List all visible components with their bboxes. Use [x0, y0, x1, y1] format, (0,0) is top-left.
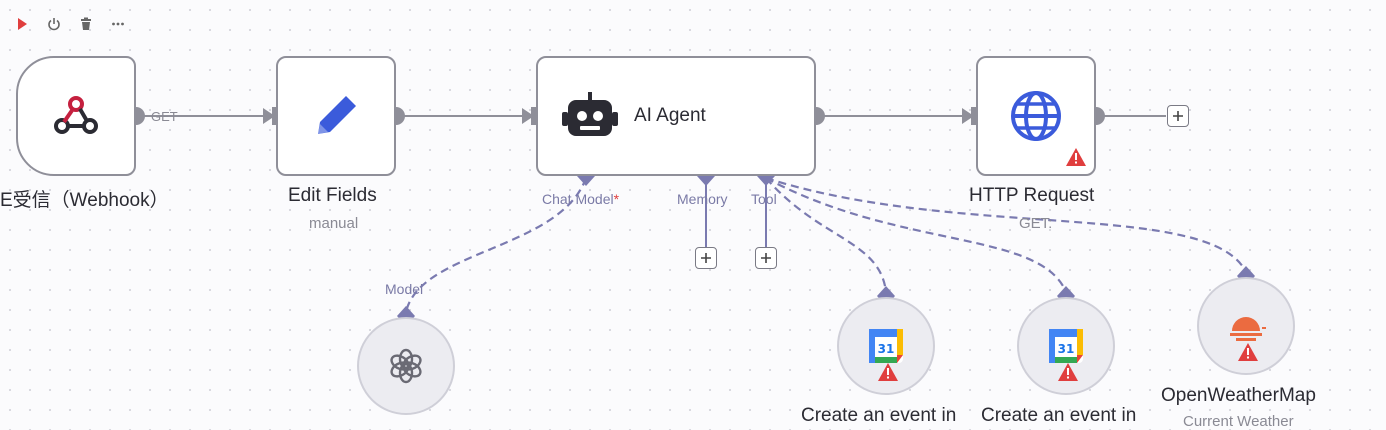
connection-calendar1-agent[interactable]: [765, 177, 888, 293]
robot-icon: [562, 92, 618, 136]
http-request-title: HTTP Request: [969, 185, 1095, 206]
trash-icon: [81, 17, 91, 30]
edit-fields-title: Edit Fields: [288, 185, 377, 206]
add-memory-button[interactable]: [695, 247, 717, 269]
google-calendar-icon: 31: [1049, 329, 1083, 363]
more-icon: [112, 22, 124, 26]
openai-icon: [390, 348, 422, 384]
edit-fields-subtitle: manual: [309, 215, 359, 232]
webhook-edge-label: GET: [151, 109, 178, 124]
svg-text:31: 31: [1058, 342, 1075, 356]
ai-agent-node[interactable]: AI Agent: [536, 56, 816, 176]
connection-calendar2-agent[interactable]: [765, 177, 1068, 293]
plus-icon: [701, 253, 711, 263]
http-request-subtitle: GET:: [1019, 215, 1053, 232]
google-calendar-title-1: Create an event in: [801, 405, 957, 426]
sun-cloud-icon: [1230, 317, 1266, 341]
plus-icon: [1173, 111, 1183, 121]
add-next-node-button[interactable]: [1167, 105, 1189, 127]
webhook-icon: [54, 96, 98, 134]
delete-button[interactable]: [76, 14, 96, 34]
svg-text:31: 31: [878, 342, 895, 356]
tool-port-label: Tool: [751, 191, 777, 207]
google-calendar-icon: 31: [869, 329, 903, 363]
warning-icon: [1238, 343, 1258, 361]
power-icon: [48, 18, 60, 31]
plus-icon: [761, 253, 771, 263]
warning-icon: [1058, 363, 1078, 381]
warning-icon: [1066, 148, 1086, 166]
model-connection-label: Model: [385, 281, 424, 297]
connection-model-agent[interactable]: [404, 177, 588, 313]
chat-model-port-label: Chat Model*: [542, 191, 620, 207]
edit-fields-node[interactable]: [276, 56, 396, 176]
openweathermap-node[interactable]: [1197, 277, 1295, 375]
openweathermap-subtitle: Current Weather: [1183, 413, 1294, 430]
connection-weather-agent[interactable]: [765, 176, 1247, 273]
google-calendar-node-1[interactable]: 31: [837, 297, 935, 395]
openweathermap-title: OpenWeatherMap: [1161, 385, 1316, 406]
memory-port-label: Memory: [677, 191, 728, 207]
webhook-node-title: E受信（Webhook）: [0, 190, 169, 211]
canvas-toolbar: [12, 14, 128, 34]
run-button[interactable]: [12, 14, 32, 34]
google-calendar-title-2: Create an event in: [981, 405, 1137, 426]
openai-chat-model-node[interactable]: [357, 317, 455, 415]
http-request-node[interactable]: [976, 56, 1096, 176]
add-tool-button[interactable]: [755, 247, 777, 269]
warning-icon: [878, 363, 898, 381]
deactivate-button[interactable]: [44, 14, 64, 34]
globe-icon: [1011, 91, 1061, 141]
ai-agent-title: AI Agent: [634, 105, 706, 126]
pencil-icon: [318, 96, 356, 134]
play-icon: [18, 18, 27, 30]
webhook-node[interactable]: [16, 56, 136, 176]
more-options-button[interactable]: [108, 14, 128, 34]
google-calendar-node-2[interactable]: 31: [1017, 297, 1115, 395]
